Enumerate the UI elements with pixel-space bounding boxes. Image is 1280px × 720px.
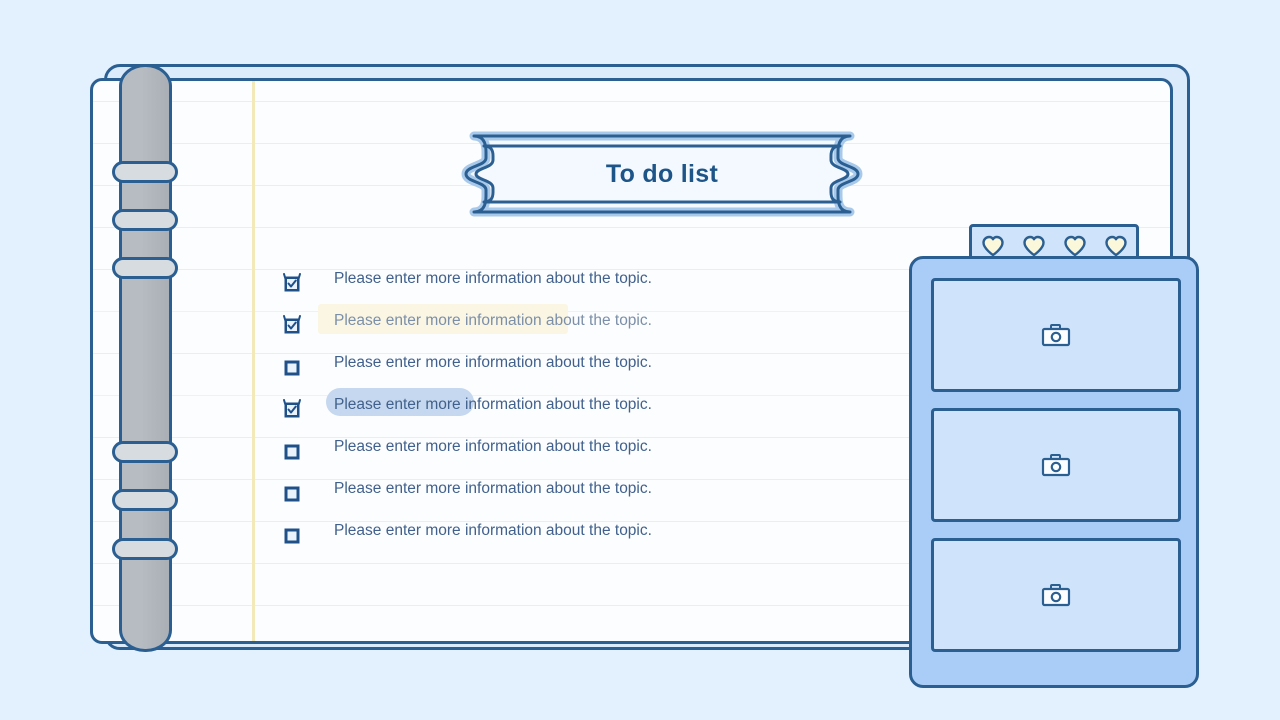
camera-icon [1041,453,1071,478]
title-banner: To do list [452,126,872,222]
blue-highlight [326,388,474,416]
photo-placeholder-1[interactable] [931,278,1181,392]
todo-list: Please enter more information about the … [282,258,922,552]
todo-item[interactable]: Please enter more information about the … [282,426,922,468]
checkbox-empty-icon[interactable] [282,523,300,543]
checkbox-checked-icon[interactable] [282,313,301,333]
checkbox-empty-icon[interactable] [282,439,300,459]
todo-item-label: Please enter more information about the … [334,312,652,329]
banner-outline-icon [461,131,863,217]
todo-item[interactable]: Please enter more information about the … [282,342,922,384]
todo-item-label: Please enter more information about the … [334,354,652,371]
todo-item[interactable]: Please enter more information about the … [282,510,922,552]
todo-item[interactable]: Please enter more information about the … [282,258,922,300]
checkbox-checked-icon[interactable] [282,271,301,291]
margin-line [252,81,255,641]
todo-item-label: Please enter more information about the … [334,522,652,539]
photo-placeholder-2[interactable] [931,408,1181,522]
photo-placeholder-3[interactable] [931,538,1181,652]
todo-item-label: Please enter more information about the … [334,396,652,413]
heart-icon[interactable] [1022,235,1046,257]
todo-item[interactable]: Please enter more information about the … [282,468,922,510]
checkbox-empty-icon[interactable] [282,481,300,501]
photo-panel [909,256,1199,688]
heart-icon[interactable] [981,235,1005,257]
page-title: To do list [605,159,719,188]
checkbox-empty-icon[interactable] [282,355,300,375]
todo-item-label: Please enter more information about the … [334,480,652,497]
checkbox-checked-icon[interactable] [282,397,301,417]
heart-icon[interactable] [1104,235,1128,257]
todo-item[interactable]: Please enter more information about the … [282,384,922,426]
yellow-highlight [318,304,568,334]
heart-icon[interactable] [1063,235,1087,257]
camera-icon [1041,583,1071,608]
todo-item-label: Please enter more information about the … [334,270,652,287]
camera-icon [1041,323,1071,348]
todo-item[interactable]: Please enter more information about the … [282,300,922,342]
todo-item-label: Please enter more information about the … [334,438,652,455]
